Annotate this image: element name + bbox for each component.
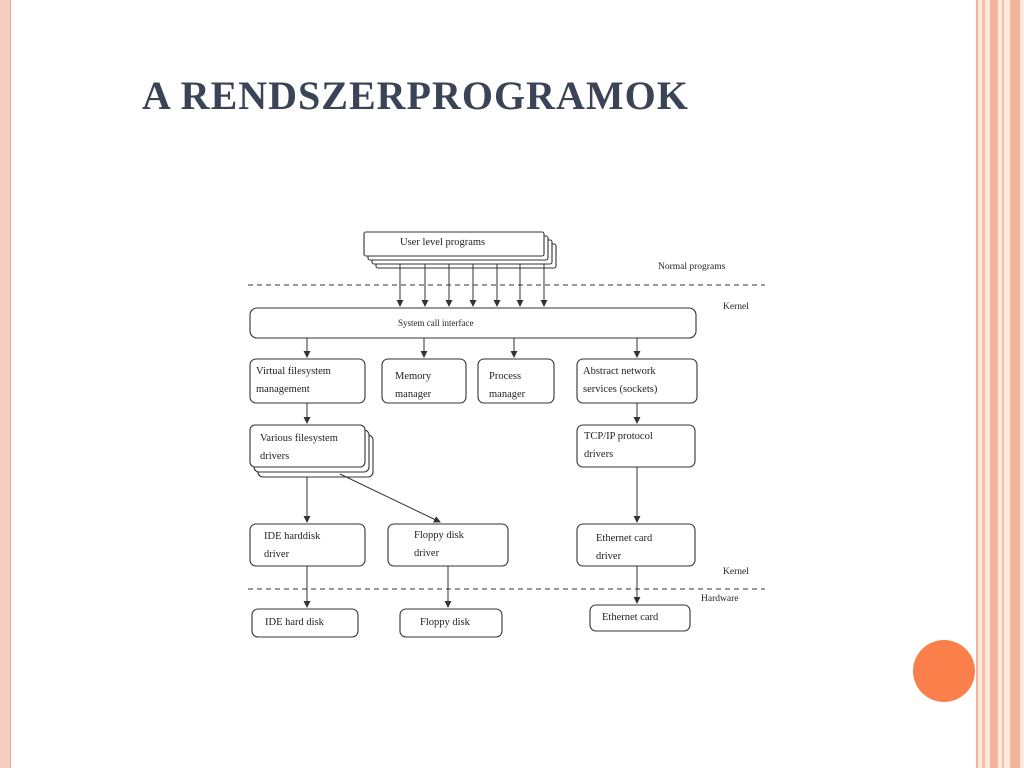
floppy-disk-label: Floppy disk bbox=[420, 617, 470, 628]
memory-manager-box bbox=[381, 358, 467, 404]
network-services-label-2: services (sockets) bbox=[583, 384, 658, 395]
ide-driver-label-1: IDE harddisk bbox=[264, 531, 321, 542]
ethernet-driver-box bbox=[576, 523, 696, 567]
user-programs-label: User level programs bbox=[400, 237, 486, 248]
virtual-fs-label-1: Virtual filesystem bbox=[256, 366, 331, 377]
ethernet-card-label: Ethernet card bbox=[602, 612, 659, 623]
accent-circle bbox=[913, 640, 975, 702]
zone-label-kernel-bottom: Kernel bbox=[723, 567, 749, 577]
tcpip-box bbox=[576, 424, 696, 468]
system-call-interface-box bbox=[249, 307, 697, 339]
diagram-lines bbox=[248, 231, 765, 638]
ide-hard-disk-box bbox=[251, 608, 359, 638]
floppy-disk-box bbox=[399, 608, 503, 638]
tcpip-label-2: drivers bbox=[584, 449, 614, 460]
zone-label-kernel-top: Kernel bbox=[723, 302, 749, 312]
ide-driver-label-2: driver bbox=[264, 549, 290, 560]
fs-drivers-label-2: drivers bbox=[260, 451, 290, 462]
ethernet-driver-label-2: driver bbox=[596, 551, 622, 562]
left-border-decoration bbox=[0, 0, 11, 768]
floppy-driver-label-2: driver bbox=[414, 548, 440, 559]
slide-title: A RENDSZERPROGRAMOK bbox=[142, 73, 689, 118]
memory-manager-label-1: Memory bbox=[395, 371, 432, 382]
system-call-interface-label: System call interface bbox=[398, 318, 474, 328]
memory-manager-label-2: manager bbox=[395, 389, 432, 400]
virtual-fs-label-2: management bbox=[256, 384, 310, 395]
ethernet-driver-label-1: Ethernet card bbox=[596, 533, 653, 544]
process-manager-label-2: manager bbox=[489, 389, 526, 400]
floppy-driver-label-1: Floppy disk bbox=[414, 530, 464, 541]
user-programs-box bbox=[363, 231, 545, 257]
tcpip-label-1: TCP/IP protocol bbox=[584, 431, 653, 442]
ide-hard-disk-label: IDE hard disk bbox=[265, 617, 324, 628]
process-manager-box bbox=[477, 358, 555, 404]
zone-label-hardware: Hardware bbox=[701, 594, 739, 604]
process-manager-label-1: Process bbox=[489, 371, 522, 382]
fs-drivers-box bbox=[249, 424, 366, 468]
right-border-decoration bbox=[976, 0, 1024, 768]
fs-drivers-label-1: Various filesystem bbox=[260, 433, 338, 444]
kernel-architecture-diagram: Normal programs Kernel Kernel Hardware U… bbox=[240, 222, 770, 642]
ethernet-card-box bbox=[589, 604, 691, 632]
network-services-label-1: Abstract network bbox=[583, 366, 656, 377]
zone-label-normal-programs: Normal programs bbox=[658, 262, 726, 272]
